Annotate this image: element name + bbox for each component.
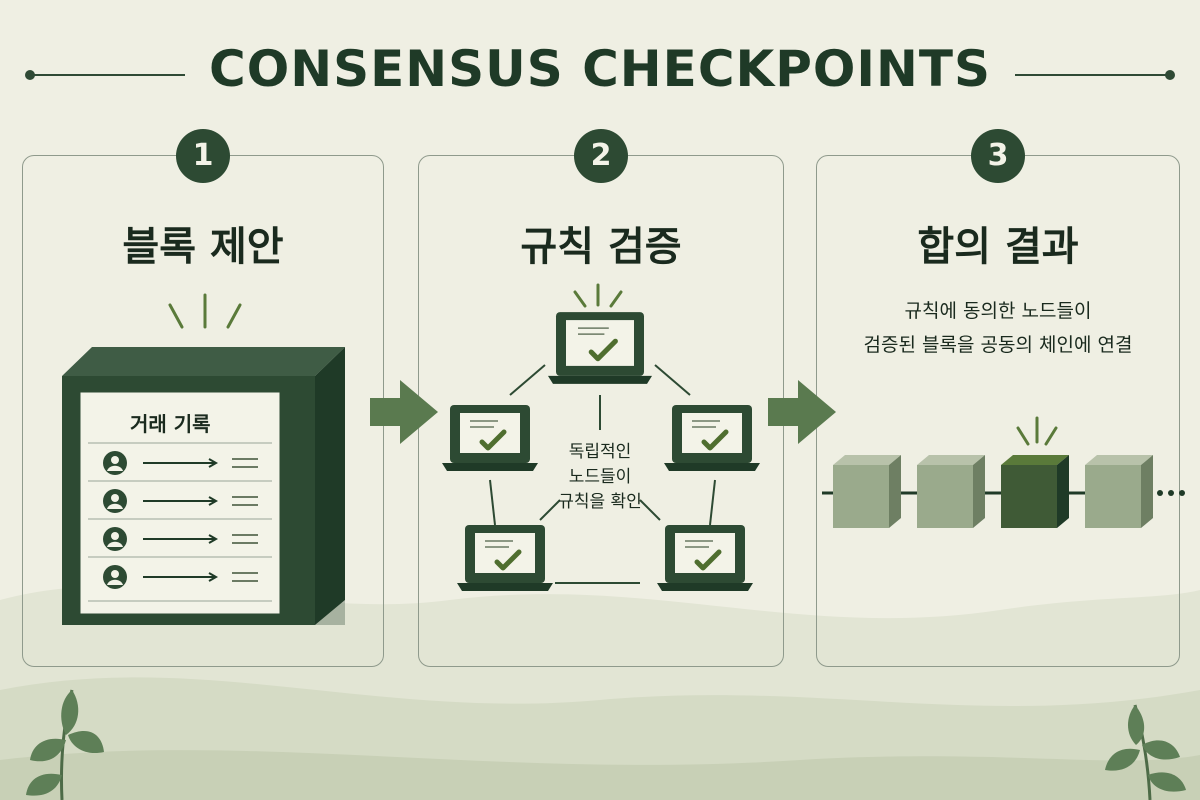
ledger-row xyxy=(88,442,272,475)
step-number-badge: 2 xyxy=(574,129,628,183)
arrow-right-icon xyxy=(143,572,219,582)
step-title: 블록 제안 xyxy=(122,224,284,270)
user-icon xyxy=(103,451,127,475)
text-lines-icon xyxy=(232,458,258,468)
ellipsis-icon xyxy=(1157,490,1185,496)
center-text-line-1: 독립적인 xyxy=(568,442,632,462)
title-line-left xyxy=(30,74,185,76)
step-arrow-icon xyxy=(768,380,836,444)
step-description-line-1: 규칙에 동의한 노드들이 xyxy=(904,300,1092,322)
page-title: CONSENSUS CHECKPOINTS xyxy=(209,40,991,98)
highlight-rays-icon xyxy=(1016,416,1058,446)
arrow-right-icon xyxy=(143,496,219,506)
title-dot-left xyxy=(25,70,35,80)
ledger-row xyxy=(88,518,272,551)
user-icon xyxy=(103,565,127,589)
chain-block-icon xyxy=(833,455,901,528)
text-lines-icon xyxy=(232,572,258,582)
laptop-icon xyxy=(457,525,553,591)
step-arrow-icon xyxy=(370,380,438,444)
text-lines-icon xyxy=(232,534,258,544)
checkmark-icon xyxy=(701,429,729,451)
arrow-right-icon xyxy=(143,458,219,468)
arrow-right-icon xyxy=(143,534,219,544)
title-dot-right xyxy=(1165,70,1175,80)
highlight-rays-icon xyxy=(168,293,242,329)
step-panel-1: 1 블록 제안 xyxy=(22,129,384,667)
checkmark-icon xyxy=(588,338,618,362)
text-lines-icon xyxy=(232,496,258,506)
ledger-title: 거래 기록 xyxy=(130,412,211,436)
checkmark-icon xyxy=(479,429,507,451)
ledger-rows xyxy=(88,442,272,602)
ledger-row xyxy=(88,480,272,513)
step-title: 규칙 검증 xyxy=(520,224,682,270)
title-line-right xyxy=(1015,74,1170,76)
laptop-icon xyxy=(664,405,760,471)
chain-block-highlighted-icon xyxy=(1001,455,1069,528)
center-text-line-3: 규칙을 확인 xyxy=(558,492,642,512)
chain-blocks xyxy=(833,455,1153,528)
ledger-row xyxy=(88,556,272,589)
center-text: 독립적인 노드들이 규칙을 확인 xyxy=(540,440,660,515)
plant-left-icon xyxy=(26,689,104,800)
chain-block-icon xyxy=(1085,455,1153,528)
step-description-line-2: 검증된 블록을 공동의 체인에 연결 xyxy=(863,334,1133,356)
user-icon xyxy=(103,489,127,513)
laptop-icon xyxy=(657,525,753,591)
laptop-icon xyxy=(548,312,652,384)
step-title: 합의 결과 xyxy=(917,224,1079,270)
chain-block-icon xyxy=(917,455,985,528)
laptop-icon xyxy=(442,405,538,471)
block-icon xyxy=(62,347,345,625)
checkmark-icon xyxy=(694,549,722,571)
network-links xyxy=(489,364,716,584)
step-panel-3: 3 합의 결과 규칙에 동의한 노드들이 검증된 블록을 공동의 체인에 연결 xyxy=(816,129,1180,667)
highlight-rays-icon xyxy=(573,283,623,308)
plant-right-icon xyxy=(1105,704,1186,800)
step-number-badge: 3 xyxy=(971,129,1025,183)
user-icon xyxy=(103,527,127,551)
center-text-line-2: 노드들이 xyxy=(568,467,632,487)
step-number-badge: 1 xyxy=(176,129,230,183)
laptop-nodes xyxy=(442,312,760,591)
checkmark-icon xyxy=(494,549,522,571)
